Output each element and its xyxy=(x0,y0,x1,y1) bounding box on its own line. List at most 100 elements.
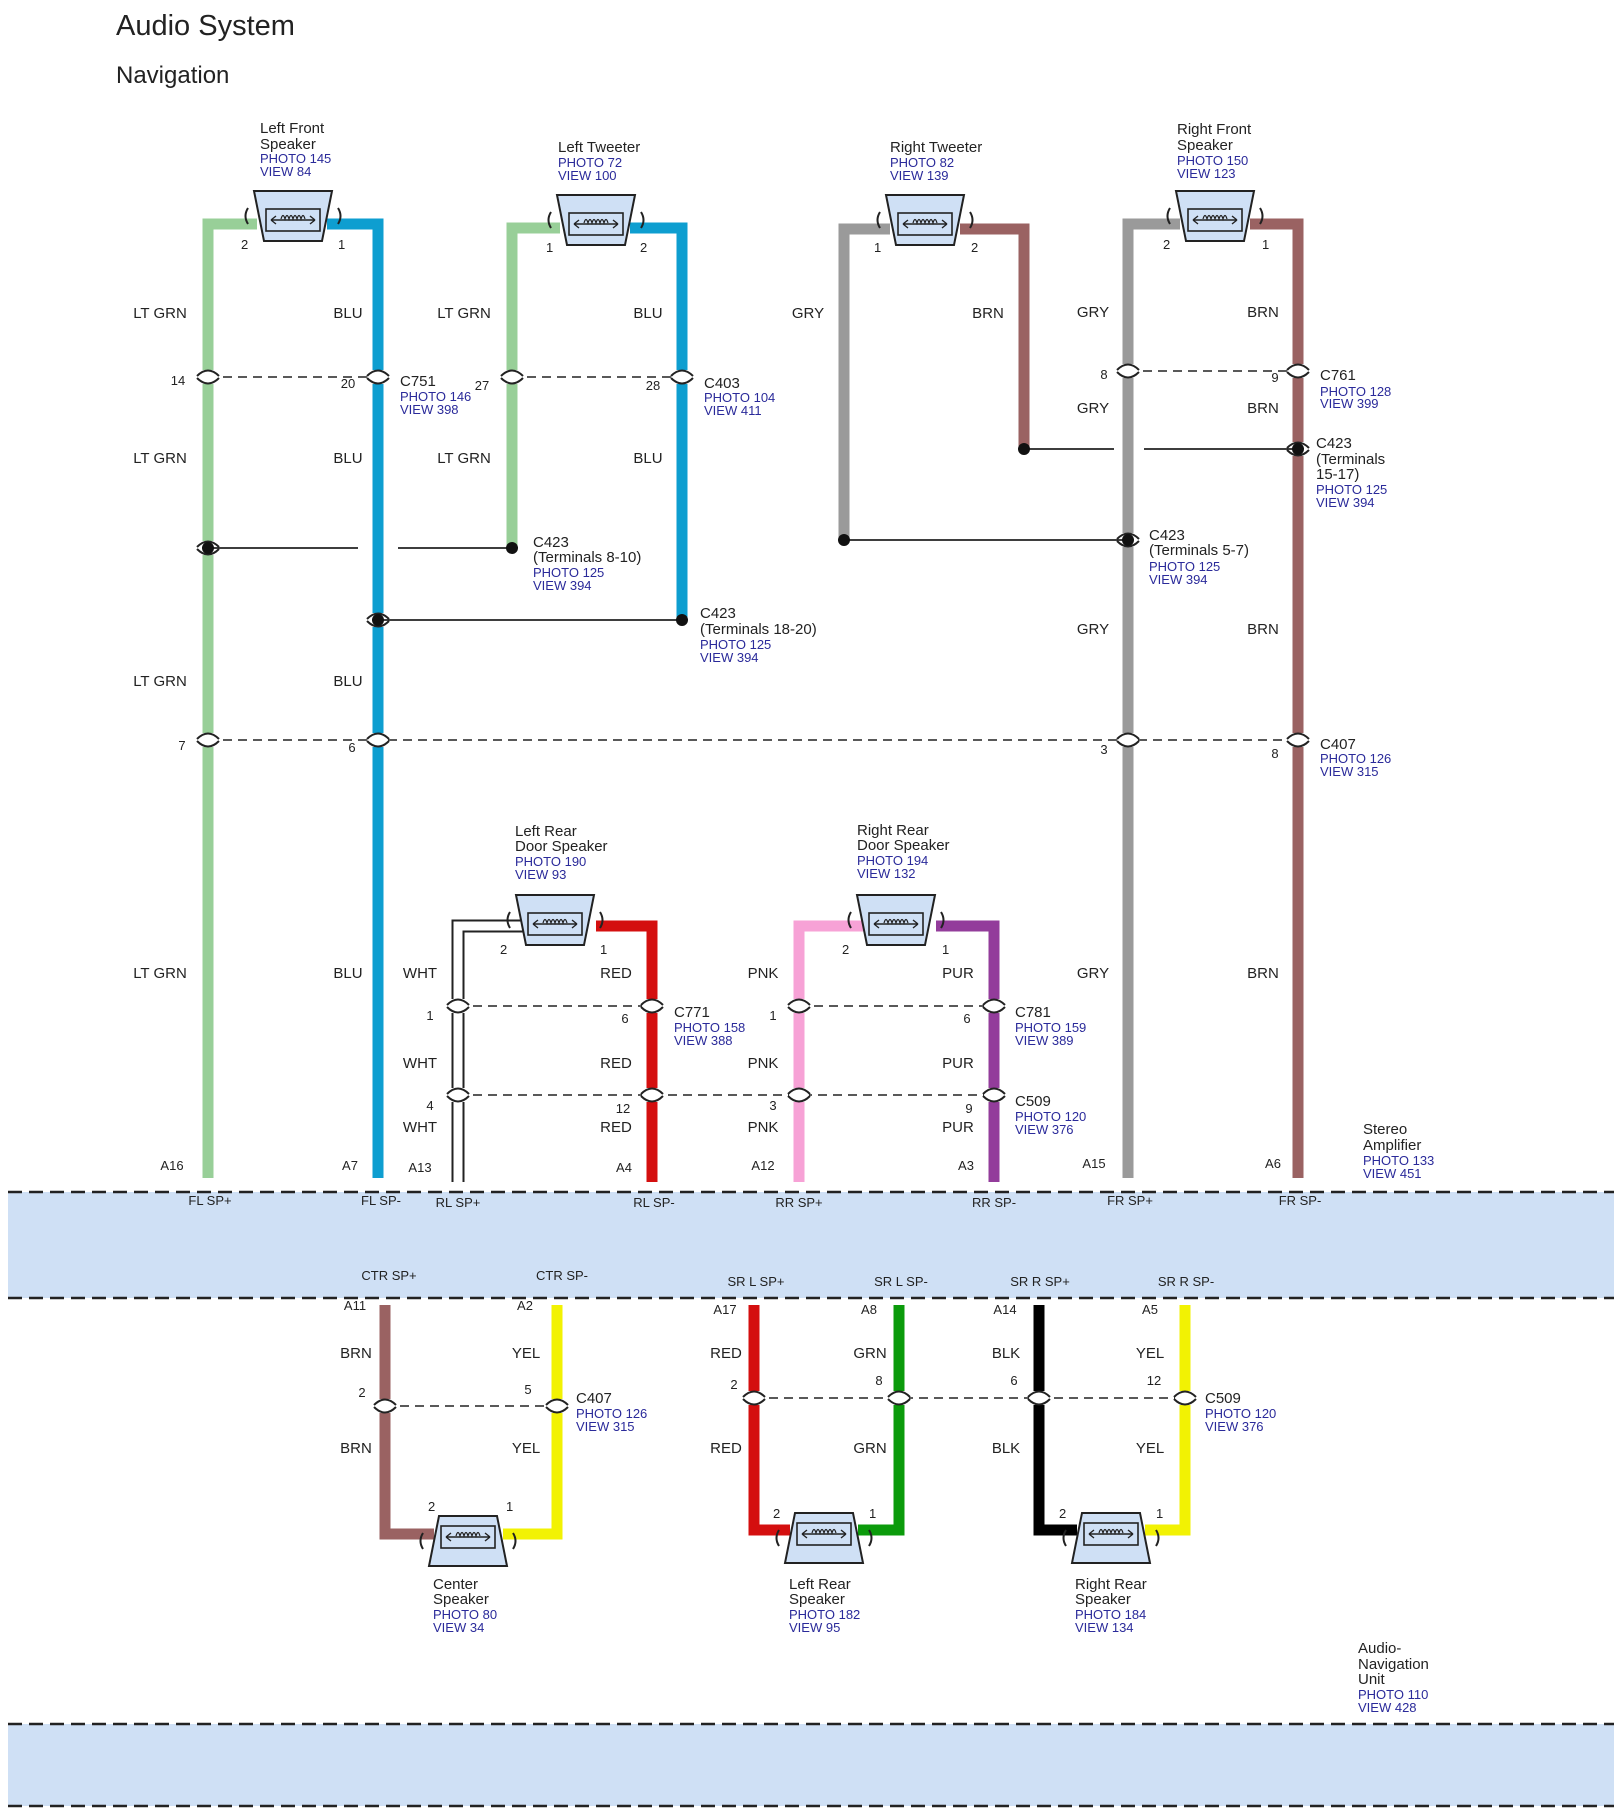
break-upper-arc xyxy=(1286,441,1310,449)
connector-break xyxy=(446,998,470,1014)
break-gap xyxy=(198,733,218,747)
wire-color-label: YEL xyxy=(512,1345,540,1362)
pin-label: 8 xyxy=(875,1373,882,1388)
break-upper-arc xyxy=(446,998,470,1006)
connector-break xyxy=(500,369,524,385)
break-gap xyxy=(889,1391,909,1405)
break-gap xyxy=(198,370,218,384)
break-gap xyxy=(375,1399,395,1413)
speaker-terminals xyxy=(419,1532,517,1550)
break-upper-arc xyxy=(366,732,390,740)
break-gap xyxy=(448,1088,468,1102)
terminal-label: FL SP+ xyxy=(188,1193,231,1208)
connector-break xyxy=(982,998,1006,1014)
pin-label: 8 xyxy=(1271,746,1278,761)
connector-break xyxy=(1116,363,1140,379)
rr-speaker-label: Right Rear Speaker PHOTO 184 VIEW 134 xyxy=(1075,1576,1147,1635)
connector-break xyxy=(446,1087,470,1103)
c509a-photo: PHOTO 120 xyxy=(1015,1109,1086,1124)
amp-photo: PHOTO 133 xyxy=(1363,1153,1434,1168)
break-gap xyxy=(1288,364,1308,378)
wire-color-label: BLU xyxy=(333,305,362,322)
wire-color-label: WHT xyxy=(403,1119,437,1136)
connector-break xyxy=(366,369,390,385)
break-lower-arc xyxy=(373,1406,397,1414)
pin-label: A17 xyxy=(713,1302,736,1317)
break-lower-arc xyxy=(366,740,390,748)
rr-speaker-name-2: Speaker xyxy=(1075,1591,1131,1608)
terminal-label: RR SP- xyxy=(972,1195,1016,1210)
break-lower-arc xyxy=(1116,540,1140,548)
c423-18-photo: PHOTO 125 xyxy=(700,637,771,652)
break-lower-arc xyxy=(196,377,220,385)
break-lower-arc xyxy=(1027,1398,1051,1406)
terminal-label: CTR SP- xyxy=(536,1268,588,1283)
rf-speaker-photo: PHOTO 150 xyxy=(1177,153,1248,168)
page-title: Audio System xyxy=(116,10,295,42)
pin-label: 2 xyxy=(358,1385,365,1400)
c423-15-label: C423 (Terminals 15-17) PHOTO 125 VIEW 39… xyxy=(1316,435,1387,510)
splice-dot xyxy=(838,534,850,546)
break-lower-arc xyxy=(1286,371,1310,379)
break-lower-arc xyxy=(446,1095,470,1103)
lr-speaker-view: VIEW 95 xyxy=(789,1620,840,1635)
pin-label: A16 xyxy=(160,1158,183,1173)
break-upper-arc xyxy=(982,998,1006,1006)
connector-break xyxy=(887,1390,911,1406)
wire-color-label: BLU xyxy=(333,965,362,982)
c423-5-terminals: (Terminals 5-7) xyxy=(1149,542,1249,559)
center-speaker-photo: PHOTO 80 xyxy=(433,1607,497,1622)
wire-color-label: LT GRN xyxy=(133,450,187,467)
c509b-photo: PHOTO 120 xyxy=(1205,1406,1276,1421)
c423-5-photo: PHOTO 125 xyxy=(1149,559,1220,574)
wire-color-label: BRN xyxy=(1247,965,1279,982)
wire-color-label: RED xyxy=(600,1055,632,1072)
center-speaker-pin-right: 1 xyxy=(506,1499,513,1514)
pin-label: 20 xyxy=(341,376,355,391)
wires xyxy=(202,218,1304,1540)
connector-break xyxy=(742,1390,766,1406)
c771-label: C771 PHOTO 158 VIEW 388 xyxy=(674,1004,745,1048)
lr-speaker-photo: PHOTO 182 xyxy=(789,1607,860,1622)
pin-label: 3 xyxy=(1100,742,1107,757)
c781-id: C781 xyxy=(1015,1004,1051,1021)
lrd-speaker-label: Left Rear Door Speaker PHOTO 190 VIEW 93 xyxy=(515,823,608,882)
lf-speaker-photo: PHOTO 145 xyxy=(260,151,331,166)
break-gap xyxy=(642,999,662,1013)
break-lower-arc xyxy=(500,377,524,385)
wire-color-label: PNK xyxy=(748,965,779,982)
wire-color-label: BLU xyxy=(333,450,362,467)
wire-color-label: BLU xyxy=(333,673,362,690)
lt-tweeter-minus-wire xyxy=(630,222,688,620)
break-lower-arc xyxy=(196,740,220,748)
c509b-id: C509 xyxy=(1205,1390,1241,1407)
break-gap xyxy=(984,999,1004,1013)
lr-speaker-pin-right: 1 xyxy=(869,1506,876,1521)
anu-label: Audio- Navigation Unit PHOTO 110 VIEW 42… xyxy=(1358,1640,1429,1715)
lt-tweeter-view: VIEW 100 xyxy=(558,168,617,183)
wire-color-label: GRY xyxy=(1077,965,1109,982)
wire-color-label: WHT xyxy=(403,965,437,982)
anu-name-2: Navigation xyxy=(1358,1656,1429,1673)
wire-color-label: BLU xyxy=(633,305,662,322)
lrd-speaker-view: VIEW 93 xyxy=(515,867,566,882)
rrd-plus-wire xyxy=(793,920,870,1182)
wire-color-label: YEL xyxy=(1136,1345,1164,1362)
terminal-label: RL SP- xyxy=(633,1195,674,1210)
break-lower-arc xyxy=(982,1095,1006,1103)
lt-tweeter-pin-right: 2 xyxy=(640,240,647,255)
break-upper-arc xyxy=(1286,732,1310,740)
wire-color-label: GRN xyxy=(853,1345,886,1362)
speaker-coil xyxy=(1202,214,1228,222)
pin-label: A7 xyxy=(342,1158,358,1173)
break-upper-arc xyxy=(196,540,220,548)
wire-color-label: YEL xyxy=(1136,1440,1164,1457)
center-speaker-view: VIEW 34 xyxy=(433,1620,484,1635)
rf-speaker-name-2: Speaker xyxy=(1177,137,1233,154)
